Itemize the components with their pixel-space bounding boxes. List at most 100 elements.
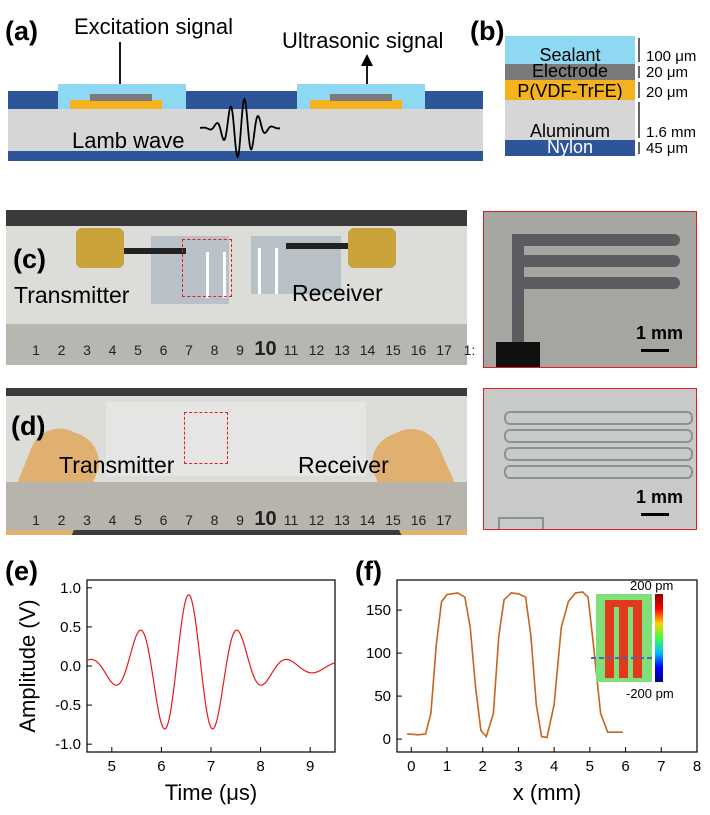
data-point — [469, 626, 472, 629]
layer-0-rect — [505, 36, 635, 64]
data-point — [480, 729, 482, 732]
inset-finger-2 — [633, 602, 642, 678]
layer-4-thickness: 45 μm — [646, 140, 688, 157]
layer-0-thickness: 100 μm — [646, 48, 696, 65]
data-point — [503, 598, 505, 601]
bottom-nylon — [8, 151, 483, 161]
y-tick-label: 0.0 — [60, 658, 81, 675]
data-point — [524, 596, 527, 598]
ultrasonic-arrowhead — [361, 54, 373, 66]
data-point — [560, 626, 563, 629]
panel-f-label: (f) — [355, 556, 382, 586]
data-point — [530, 635, 532, 637]
electrode-bus — [512, 234, 524, 344]
electrode-left — [90, 94, 152, 101]
y-tick-label: 150 — [366, 602, 391, 619]
colorbar-max-label: 200 pm — [630, 578, 673, 593]
scale-bar-d — [641, 513, 669, 516]
x-tick-label: 6 — [621, 758, 629, 775]
colorbar-min-label: -200 pm — [626, 686, 674, 701]
layer-2-rect — [505, 80, 635, 100]
layer-3-name: Aluminum — [530, 121, 610, 141]
x-tick-label: 2 — [479, 758, 487, 775]
excitation-signal-label: Excitation signal — [74, 14, 233, 39]
layer-1-rect — [505, 64, 635, 80]
panel-c-photo — [6, 210, 467, 365]
x-tick-label: 9 — [306, 758, 314, 775]
data-point — [440, 600, 443, 603]
data-point — [587, 596, 589, 598]
series-displacement — [407, 591, 622, 739]
connector-left — [76, 228, 124, 268]
top-nylon-left — [8, 91, 58, 109]
panel-c-micrograph: 1 mm — [483, 211, 697, 368]
data-point — [553, 703, 555, 706]
data-point — [417, 734, 420, 736]
electrode-pad — [496, 342, 540, 367]
data-point — [517, 592, 520, 595]
data-point — [430, 712, 432, 715]
y-tick-label: 50 — [374, 688, 391, 705]
connector-right — [348, 228, 396, 268]
inset-bus — [605, 600, 642, 607]
data-point — [540, 735, 543, 738]
ruler — [6, 324, 467, 365]
x-tick-label: 8 — [256, 758, 264, 775]
lamb-wave-label: Lamb wave — [72, 128, 185, 153]
x-tick-label: 7 — [657, 758, 665, 775]
inset-finger-1 — [619, 602, 628, 678]
data-point — [567, 600, 570, 603]
y-tick-label: 1.0 — [60, 580, 81, 597]
layer-0-name: Sealant — [539, 45, 600, 65]
electrode-finger-2 — [512, 255, 680, 267]
y-tick-label: 100 — [366, 645, 391, 662]
data-point — [474, 686, 477, 689]
y-axis-title: Amplitude (V) — [15, 599, 40, 732]
top-nylon-right — [425, 91, 483, 109]
plot-frame — [396, 579, 698, 753]
electrode-finger-1 — [512, 234, 680, 246]
trace-finger-4 — [504, 465, 693, 479]
panel-d-photo — [6, 388, 467, 535]
pvdf-right — [310, 100, 402, 109]
data-point — [510, 592, 513, 594]
colorbar — [655, 594, 663, 682]
top-nylon-middle — [186, 91, 297, 109]
x-axis-title: Time (μs) — [165, 780, 258, 805]
scale-bar-c — [641, 349, 669, 352]
panel-b-label: (b) — [470, 16, 504, 46]
x-tick-label: 0 — [407, 758, 415, 775]
data-point — [535, 703, 538, 706]
electrode-right — [330, 94, 392, 101]
data-point — [574, 592, 577, 594]
inset-finger-0 — [605, 602, 614, 678]
lead-left — [116, 248, 186, 254]
scale-label-c: 1 mm — [636, 323, 684, 343]
lead-right — [286, 243, 356, 249]
trace-finger-3 — [504, 447, 693, 461]
layer-4-rect — [505, 140, 635, 156]
panel-d-micrograph: 1 mm — [483, 388, 697, 530]
tape-left — [151, 236, 229, 304]
ultrasonic-signal-label: Ultrasonic signal — [282, 28, 443, 53]
panel-a-diagram: (a) Excitation signal Ultrasonic signal … — [5, 14, 696, 161]
layer-3-rect — [505, 100, 635, 140]
x-tick-label: 5 — [108, 758, 116, 775]
x-tick-label: 1 — [443, 758, 451, 775]
x-tick-label: 7 — [207, 758, 215, 775]
layer-1-name: Electrode — [532, 61, 608, 81]
transducer-left — [206, 252, 226, 298]
pvdf-left — [70, 100, 162, 109]
layer-3-thickness: 1.6 mm — [646, 124, 696, 141]
data-point — [435, 643, 438, 646]
data-point — [456, 592, 459, 594]
y-tick-label: -0.5 — [55, 697, 81, 714]
layer-2-name: P(VDF-TrFE) — [517, 81, 622, 101]
scale-label-d: 1 mm — [636, 487, 684, 507]
sealant-film — [106, 402, 366, 476]
data-point — [599, 712, 602, 715]
